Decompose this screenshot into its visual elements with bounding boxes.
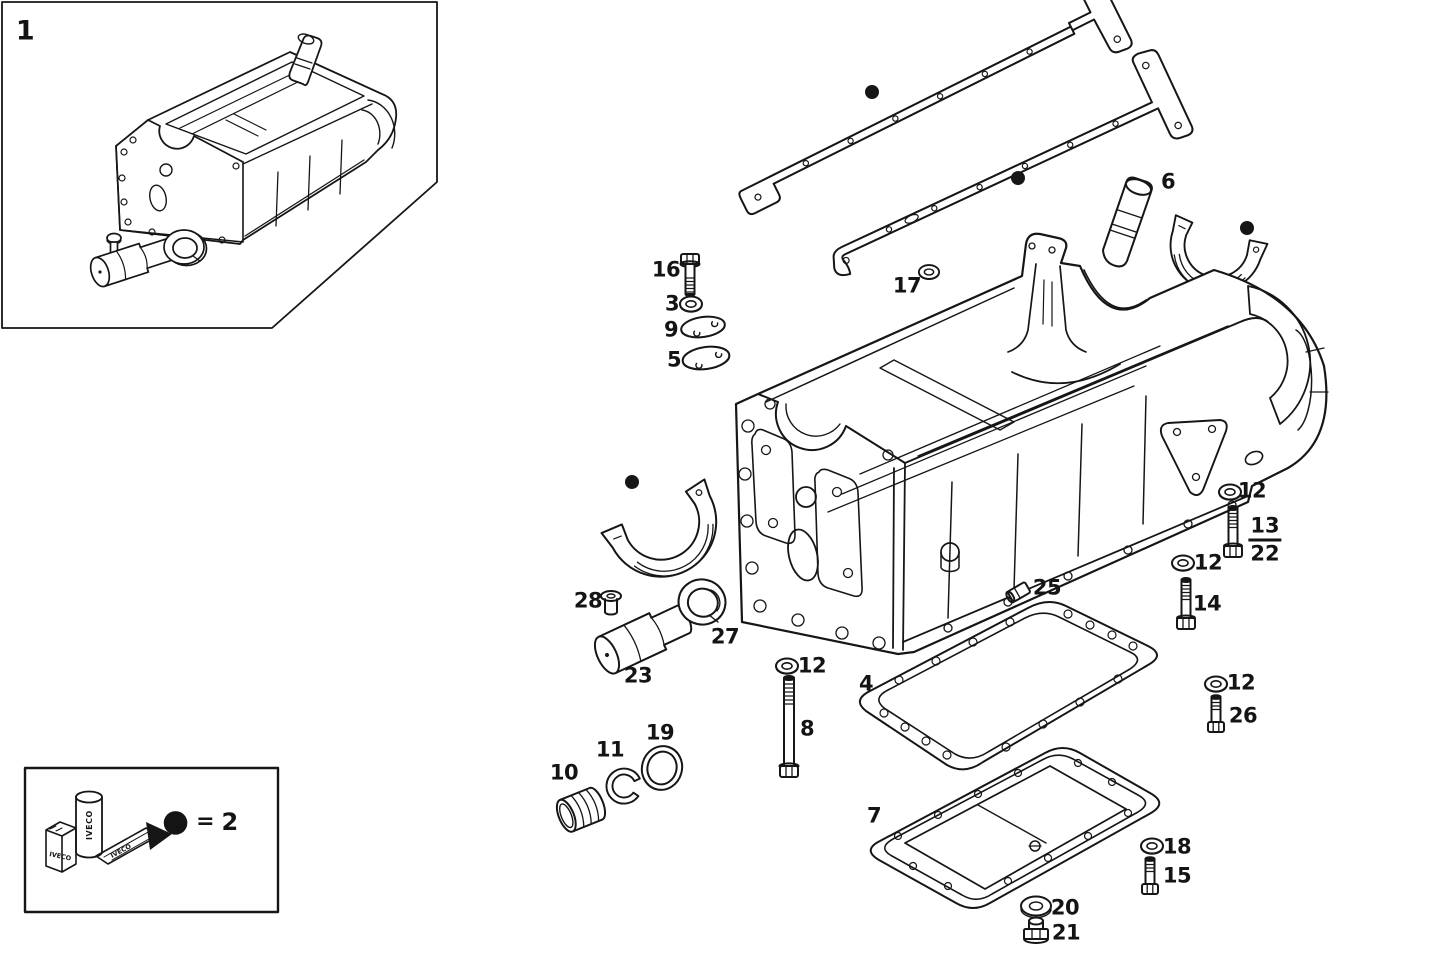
callout-7: 7 <box>866 803 882 828</box>
callout-21: 21 <box>1051 920 1081 945</box>
callout-4: 4 <box>858 671 874 696</box>
legend-quantity-note: ● = 2 <box>162 806 238 837</box>
callout-12-a: 12 <box>1237 478 1267 503</box>
cup-plug-9-drawing <box>680 315 726 339</box>
brand-text-cylinder: IVECO <box>85 810 94 840</box>
callout-23: 23 <box>623 663 653 688</box>
bush-27-drawing <box>677 578 727 626</box>
callout-28: 28 <box>573 588 603 613</box>
plug-25-drawing <box>1005 581 1031 604</box>
callout-18: 18 <box>1162 834 1192 859</box>
callout-17: 17 <box>892 273 922 298</box>
callout-6: 6 <box>1160 169 1176 194</box>
legend-box: IVECO IVECO IVECO <box>23 766 280 914</box>
callout-13-22: 13 22 <box>1248 515 1282 566</box>
callout-25: 25 <box>1032 575 1062 600</box>
callout-19: 19 <box>645 720 675 745</box>
gasket-4-drawing <box>859 601 1158 771</box>
callout-12-b: 12 <box>1193 550 1223 575</box>
cap-10-drawing <box>555 786 607 833</box>
callout-3: 3 <box>664 291 680 316</box>
bearing-shell-left <box>600 475 718 578</box>
callout-20: 20 <box>1050 895 1080 920</box>
callout-12-c: 12 <box>1226 670 1256 695</box>
washer-3-drawing <box>679 295 703 313</box>
side-gasket-upper <box>738 0 1133 216</box>
inset-ring <box>163 229 208 267</box>
callout-9: 9 <box>663 317 679 342</box>
quantity-dot-symbol: ● <box>162 803 190 839</box>
o-ring-19-drawing <box>640 745 684 791</box>
callout-14: 14 <box>1192 591 1222 616</box>
inset-small-parts <box>89 229 208 288</box>
quantity-equals: = <box>196 809 215 834</box>
washer-18-drawing <box>1140 837 1164 855</box>
dowel-6-drawing <box>1102 176 1153 268</box>
main-crankcase-drawing <box>734 232 1329 656</box>
plug-28-drawing <box>600 590 622 616</box>
callout-10: 10 <box>549 760 579 785</box>
washer-12-b-drawing <box>1171 554 1195 572</box>
bolt-16-drawing <box>679 253 701 297</box>
inset-assembly-drawing <box>115 33 398 245</box>
callout-assembly-1: 1 <box>15 15 35 47</box>
callout-11: 11 <box>595 737 625 762</box>
bolt-8-drawing <box>778 675 800 778</box>
callout-22: 22 <box>1250 541 1280 566</box>
quantity-value: 2 <box>221 807 239 836</box>
side-gasket-lower <box>832 49 1194 277</box>
bolt-13-22-drawing <box>1223 505 1243 558</box>
inset-frame <box>1 1 438 329</box>
callout-5: 5 <box>666 347 682 372</box>
quantity-dot <box>1240 221 1254 235</box>
callout-27: 27 <box>710 624 740 649</box>
quantity-dot <box>625 475 639 489</box>
callout-15: 15 <box>1162 863 1192 888</box>
bolt-26-drawing <box>1207 694 1225 733</box>
washer-12-d-drawing <box>775 657 799 675</box>
quantity-dot <box>865 85 879 99</box>
brand-text-cube: IVECO <box>49 850 73 863</box>
callout-12-d: 12 <box>797 653 827 678</box>
callout-8: 8 <box>799 716 815 741</box>
callout-13: 13 <box>1248 515 1282 542</box>
quantity-dot <box>1011 171 1025 185</box>
washer-12-c-drawing <box>1204 675 1228 693</box>
nut-21-drawing <box>1023 916 1049 944</box>
cup-plug-5-drawing <box>681 345 731 371</box>
snap-ring-11-drawing <box>605 767 641 805</box>
callout-26: 26 <box>1228 703 1258 728</box>
seal-ring-17-drawing <box>917 264 941 281</box>
bolt-15-drawing <box>1141 856 1159 895</box>
grommet-20-drawing <box>1020 895 1052 919</box>
gasket-7-drawing <box>869 747 1161 909</box>
callout-16: 16 <box>651 257 681 282</box>
